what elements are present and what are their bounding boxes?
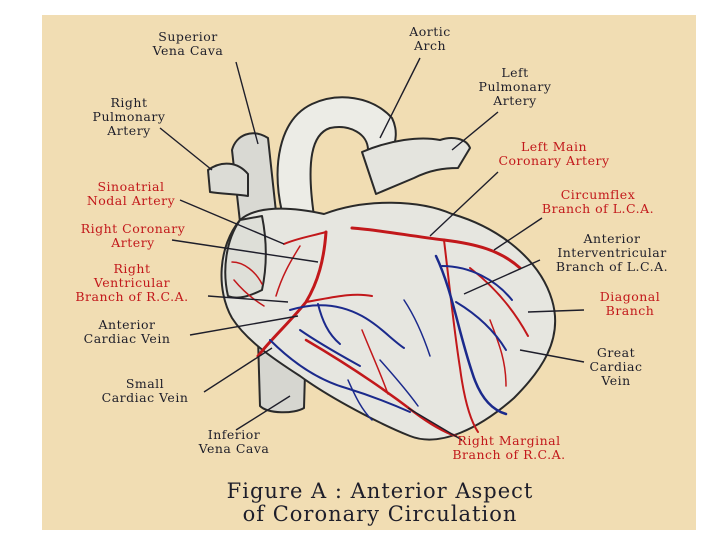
leader-aortic-arch [379,57,421,139]
label-left-pulmonary-artery: Left Pulmonary Artery [478,65,552,108]
label-small-cardiac-vein: Small Cardiac Vein [101,376,189,405]
leader-anterior-interventricular [463,259,541,295]
leader-superior-vena-cava [235,61,259,145]
leader-small-cardiac-vein [203,347,273,393]
right-atrium [224,215,267,299]
leader-great-cardiac-vein [519,349,585,363]
superior-vena-cava-vessel [231,132,277,223]
leader-circumflex [493,217,543,251]
vein-twig-2 [403,299,431,357]
leader-left-pulmonary-artery [451,111,499,151]
artery-twig-4 [361,329,389,395]
small-cardiac-vein-path [269,339,411,413]
leader-right-pulmonary-artery [159,127,213,171]
leader-anterior-cardiac-vein [189,315,299,336]
anterior-cardiac-vein-path [289,304,405,349]
leader-left-main-coronary-artery [429,171,499,237]
left-main-coronary-artery-path [350,226,446,242]
label-right-coronary-artery: Right Coronary Artery [80,221,186,250]
vein-twig-3 [347,379,373,421]
label-great-cardiac-vein: Great Cardiac Vein [589,345,643,388]
leader-right-coronary-artery [171,239,319,263]
artery-twig-1 [231,261,263,285]
right-ventricular-branch-path [305,293,373,303]
leader-right-ventricular-branch [207,295,289,303]
figure-caption-line-2: of Coronary Circulation [242,502,518,526]
artery-twig-2 [233,279,265,307]
leader-right-marginal-branch [407,407,463,441]
label-diagonal-branch: Diagonal Branch [599,289,661,318]
label-right-ventricular-branch: Right Ventricular Branch of R.C.A. [75,261,189,304]
label-anterior-interventricular-branch: Anterior Interventricular Branch of L.C.… [555,231,669,274]
anterior-interventricular-artery-path [443,239,479,433]
leader-diagonal-branch [527,309,585,313]
anterior-cardiac-vein-branch-a [317,303,341,345]
label-circumflex-branch: Circumflex Branch of L.C.A. [541,187,655,216]
label-inferior-vena-cava: Inferior Vena Cava [198,427,270,456]
great-cardiac-vein-path [434,254,508,416]
label-superior-vena-cava: Superior Vena Cava [152,29,224,58]
figure-caption-line-1: Figure A : Anterior Aspect [226,479,534,503]
circumflex-artery-path [442,238,522,270]
leader-sinoatrial-nodal-artery [179,199,285,245]
sinoatrial-nodal-artery-path [283,231,327,245]
anterior-cardiac-vein-branch-b [299,329,361,367]
label-sinoatrial-nodal-artery: Sinoatrial Nodal Artery [86,179,176,208]
artery-twig-5 [275,245,301,297]
left-pulmonary-artery-vessel [361,137,471,195]
vein-twig-1 [379,359,419,407]
label-right-marginal-branch: Right Marginal Branch of R.C.A. [452,433,566,462]
heart-body [220,201,557,441]
label-left-main-coronary-artery: Left Main Coronary Artery [498,139,610,168]
label-anterior-cardiac-vein: Anterior Cardiac Vein [83,317,171,346]
leader-inferior-vena-cava [235,395,291,431]
great-cardiac-vein-branch-a [441,265,513,301]
right-marginal-branch-path [304,338,458,438]
aortic-arch-vessel [276,96,397,217]
artery-twig-3 [489,319,507,387]
great-cardiac-vein-branch-b [455,301,507,351]
right-pulmonary-artery-vessel [207,162,249,197]
label-aortic-arch: Aortic Arch [409,24,451,53]
label-right-pulmonary-artery: Right Pulmonary Artery [92,95,166,138]
